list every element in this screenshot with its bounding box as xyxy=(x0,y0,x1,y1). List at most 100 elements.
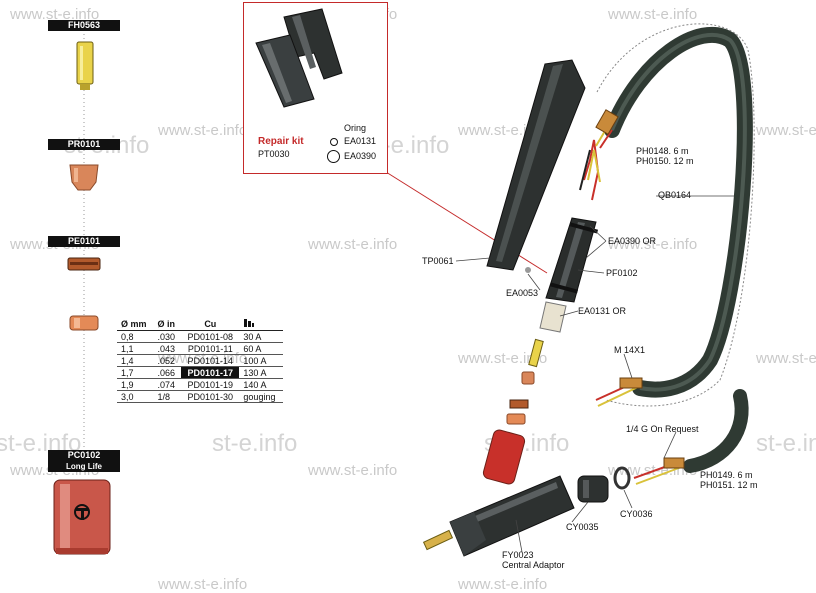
nut-cy0035 xyxy=(577,475,609,503)
table-row: 0,8 .030 PD0101-08 30 A xyxy=(117,330,283,343)
label-m14x1: M 14X1 xyxy=(614,345,646,355)
adaptor-code: FY0023 xyxy=(502,550,534,560)
cable-end-bottom xyxy=(633,457,685,485)
exploded-swirl xyxy=(521,371,535,385)
screw-ea0053 xyxy=(525,267,531,273)
label-ea0053: EA0053 xyxy=(506,288,539,298)
central-adaptor-fy0023 xyxy=(422,475,575,557)
table-row: 1,9 .074 PD0101-19 140 A xyxy=(117,378,283,391)
cable-bottom-6m: PH0149. 6 m xyxy=(700,470,753,480)
repair-kit-code: PT0030 xyxy=(258,149,290,159)
cell-mm: 1,1 xyxy=(117,342,154,355)
part-tag-pc0102: PC0102 Long Life xyxy=(48,450,120,472)
cell-amps: 130 A xyxy=(239,366,283,379)
label-cable-bottom: PH0149. 6 m PH0151. 12 m xyxy=(700,470,758,490)
watermark: www.st-e.info xyxy=(308,462,398,479)
repair-kit-panel: Repair kit PT0030 Oring EA0131 EA0390 xyxy=(243,2,388,174)
insulator-part xyxy=(69,315,99,331)
cell-amps: 30 A xyxy=(239,330,283,343)
label-tp0061: TP0061 xyxy=(422,256,454,266)
label-cy0035: CY0035 xyxy=(566,522,599,532)
cell-in: .074 xyxy=(153,378,182,391)
oring-large-icon xyxy=(327,150,340,163)
electrode-fh0563 xyxy=(76,41,94,90)
cell-mm: 1,7 xyxy=(117,366,154,379)
part-code: PE0101 xyxy=(67,236,101,246)
col-header-in: Ø in xyxy=(153,318,182,331)
cell-in: .066 xyxy=(153,366,182,379)
adaptor-name: Central Adaptor xyxy=(502,560,565,570)
table-row-highlighted: 1,7 .066 PD0101-17 130 A xyxy=(117,366,283,379)
cell-code: PD0101-17 xyxy=(181,366,240,379)
cell-mm: 1,9 xyxy=(117,378,154,391)
col-header-mm: Ø mm xyxy=(117,318,154,331)
watermark: www.st-e.info xyxy=(458,576,548,593)
ring-pe0101 xyxy=(67,257,101,271)
cell-code: PD0101-08 xyxy=(181,330,240,343)
watermark: www.st-e.info xyxy=(756,350,816,367)
part-code: PC0102 xyxy=(67,450,101,460)
cell-code: PD0101-30 xyxy=(181,390,240,403)
exploded-cup xyxy=(482,429,526,485)
watermark: www.st-e.info xyxy=(158,576,248,593)
label-quarter-g: 1/4 G On Request xyxy=(626,424,699,434)
watermark: www.st-e.info xyxy=(608,6,698,23)
table-header: Ø mm Ø in Cu xyxy=(117,318,283,331)
cell-mm: 3,0 xyxy=(117,390,154,403)
cell-code: PD0101-14 xyxy=(181,354,240,367)
hose-qb0164 xyxy=(596,23,755,473)
label-cy0036: CY0036 xyxy=(620,509,653,519)
cell-in: 1/8 xyxy=(153,390,182,403)
watermark: www.st-e.info xyxy=(158,122,248,139)
cable-end-top xyxy=(595,109,619,149)
repair-kit-pointer xyxy=(385,171,548,274)
exploded-ring xyxy=(509,399,529,409)
repair-kit-parts-image xyxy=(255,8,343,108)
cable-top-6m: PH0148. 6 m xyxy=(636,146,689,156)
label-pf0102: PF0102 xyxy=(606,268,638,278)
watermark: www.st-e.info xyxy=(608,236,698,253)
watermark: www.st-e.info xyxy=(10,6,100,23)
watermark: www.st-e.info xyxy=(756,122,816,139)
cell-in: .052 xyxy=(153,354,182,367)
exploded-electrode xyxy=(528,338,544,368)
part-tag-fh0563: FH0563 xyxy=(48,20,120,31)
watermark: st-e.info xyxy=(212,430,298,457)
label-qb0164: QB0164 xyxy=(658,190,692,200)
table-row: 1,1 .043 PD0101-11 60 A xyxy=(117,342,283,355)
oring-small-code: EA0131 xyxy=(344,136,377,146)
watermark: www.st-e.info xyxy=(458,350,548,367)
cell-code: PD0101-19 xyxy=(181,378,240,391)
leader-lines xyxy=(455,195,734,553)
cell-in: .030 xyxy=(153,330,182,343)
cable-bottom-12m: PH0151. 12 m xyxy=(700,480,758,490)
oring-large-code: EA0390 xyxy=(344,151,377,161)
torch-body-pf0102 xyxy=(539,139,601,333)
watermark: st-e.info xyxy=(756,430,816,457)
col-header-cu: Cu xyxy=(181,318,240,331)
part-tag-pr0101: PR0101 xyxy=(48,139,120,150)
repair-kit-title: Repair kit xyxy=(258,136,304,147)
cell-code: PD0101-11 xyxy=(181,342,240,355)
part-code: FH0563 xyxy=(67,20,101,30)
handle-tp0061 xyxy=(486,59,586,271)
table-row: 1,4 .052 PD0101-14 100 A xyxy=(117,354,283,367)
cell-in: .043 xyxy=(153,342,182,355)
exploded-insulator xyxy=(506,413,526,425)
part-code: PR0101 xyxy=(67,139,101,149)
oring-small-icon xyxy=(330,138,338,146)
label-cable-top: PH0148. 6 m PH0150. 12 m xyxy=(636,146,694,166)
watermark: www.st-e.info xyxy=(308,236,398,253)
cable-end-middle xyxy=(595,377,643,407)
cell-mm: 1,4 xyxy=(117,354,154,367)
cable-top-12m: PH0150. 12 m xyxy=(636,156,694,166)
amperage-icon xyxy=(244,319,255,327)
part-tag-pe0101: PE0101 xyxy=(48,236,120,247)
shield-cup-pc0102 xyxy=(53,479,111,555)
cell-amps: gouging xyxy=(239,390,283,403)
cell-amps: 100 A xyxy=(239,354,283,367)
tip-table: Ø mm Ø in Cu 0,8 .030 PD0101-08 30 A 1,1… xyxy=(117,318,283,403)
label-ea0390-or: EA0390 OR xyxy=(608,236,657,246)
label-ea0131-or: EA0131 OR xyxy=(578,306,627,316)
